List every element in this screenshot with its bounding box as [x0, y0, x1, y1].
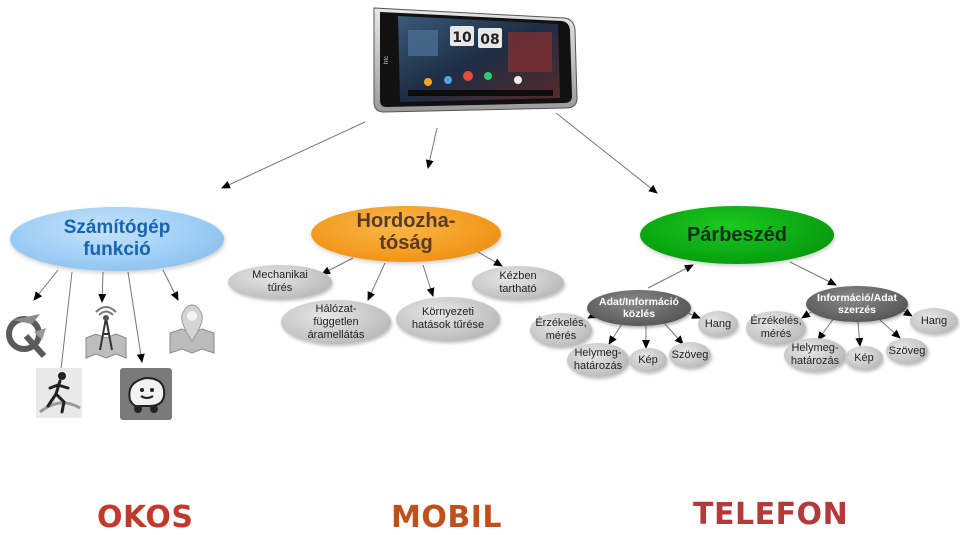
arrow-tablet-parbeszed [555, 112, 658, 194]
svg-text:htc: htc [384, 56, 390, 64]
szerzes-erzekeles-node: Érzékelés, mérés [746, 311, 806, 345]
szerzes-erzekeles-label: Érzékelés, mérés [750, 315, 802, 340]
kozles-erzekeles-label: Érzékelés, mérés [535, 317, 587, 342]
adat-informacio-kozles-node: Adat/Információ közlés [587, 290, 691, 326]
szerzes-helymeg-label: Helymeg-határozás [790, 342, 840, 367]
szerzes-szoveg-node: Szöveg [886, 338, 928, 364]
informacio-adat-szerzes-node: Információ/Adat szerzés [806, 286, 908, 322]
kozles-hang-node: Hang [698, 311, 738, 337]
arrow-tablet-szamitogep [221, 121, 366, 189]
footer-okos: OKOS [97, 500, 194, 535]
kozles-helymeg-node: Helymeg-határozás [567, 343, 629, 377]
halozat-label: Hálózat-független áramellátás [307, 302, 365, 341]
szamitogep-label: Számítógép funkció [63, 217, 171, 260]
kozles-szoveg-label: Szöveg [671, 348, 709, 361]
runner-icon [36, 368, 82, 418]
kornyezeti-hatasok-node: Környezeti hatások tűrése [396, 297, 500, 341]
kozles-kep-node: Kép [629, 348, 667, 372]
szerzes-center-label: Információ/Adat szerzés [817, 292, 897, 316]
kozles-center-label: Adat/Információ közlés [599, 296, 679, 320]
mechanikai-turses-node: Mechanikai tűrés [228, 265, 332, 299]
tablet-device-image: 10 08 htc [368, 2, 580, 114]
hordozhatosag-label: Hordozha-tóság [356, 210, 456, 254]
kezben-tarthato-node: Kézben tartható [472, 266, 564, 300]
parbeszed-node: Párbeszéd [640, 206, 834, 264]
map-pin-icon [168, 303, 216, 355]
kozles-erzekeles-node: Érzékelés, mérés [530, 313, 592, 347]
qgis-icon [4, 310, 48, 360]
szerzes-szoveg-label: Szöveg [888, 344, 926, 357]
kozles-helymeg-label: Helymeg-határozás [573, 347, 623, 372]
gps-antenna-map-icon [84, 304, 128, 360]
kozles-kep-label: Kép [638, 353, 658, 366]
szerzes-helymeg-node: Helymeg-határozás [784, 338, 846, 372]
arrow-tablet-hordozhatosag [425, 127, 438, 169]
halozat-fuggetlen-node: Hálózat-független áramellátás [281, 300, 391, 344]
mechanikai-label: Mechanikai tűrés [252, 269, 308, 294]
parbeszed-label: Párbeszéd [686, 223, 788, 246]
svg-text:10: 10 [452, 30, 472, 46]
szamitogep-funkcio-node: Számítógép funkció [10, 207, 224, 271]
hordozhatosag-node: Hordozha-tóság [311, 206, 501, 262]
szerzes-kep-node: Kép [845, 346, 883, 370]
svg-text:08: 08 [480, 32, 499, 48]
footer-telefon: TELEFON [693, 497, 849, 532]
szerzes-hang-label: Hang [920, 314, 948, 327]
kozles-szoveg-node: Szöveg [669, 342, 711, 368]
footer-mobil: MOBIL [391, 500, 503, 535]
waze-icon [120, 368, 172, 420]
kozles-hang-label: Hang [704, 317, 732, 330]
szerzes-hang-node: Hang [910, 308, 958, 334]
kezben-label: Kézben tartható [499, 270, 537, 295]
szerzes-kep-label: Kép [854, 351, 874, 364]
kornyezeti-label: Környezeti hatások tűrése [411, 306, 485, 331]
